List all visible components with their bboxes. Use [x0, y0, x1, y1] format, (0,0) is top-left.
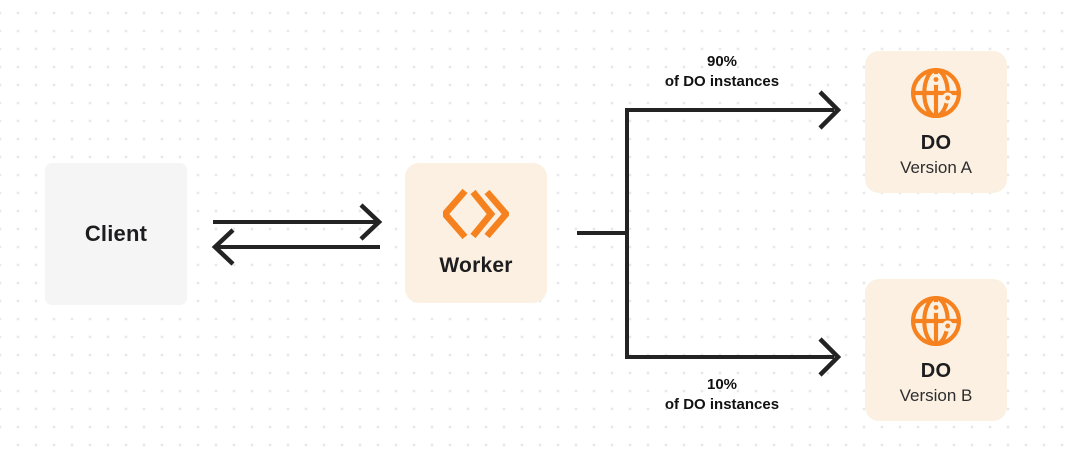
arrowhead-to-version-a-icon — [818, 90, 842, 130]
branch-bottom-percent: 10% — [706, 376, 738, 393]
client-to-worker-arrow — [213, 203, 383, 241]
branch-top-percent: 90% — [706, 53, 738, 70]
do-b-title: DO — [920, 360, 952, 382]
branch-bottom-caption: of DO instances — [664, 396, 780, 413]
client-label: Client — [84, 221, 148, 246]
arrowhead-to-version-b-icon — [818, 337, 842, 377]
branch-connector — [625, 108, 834, 359]
arrowhead-right-icon — [359, 203, 383, 241]
do-version-b-node: DO Version B — [865, 279, 1007, 421]
branch-bottom-label: 10% of DO instances — [617, 375, 827, 415]
durable-object-globe-icon — [910, 67, 962, 119]
branch-top-caption: of DO instances — [664, 73, 780, 90]
durable-object-globe-icon — [910, 295, 962, 347]
do-version-a-node: DO Version A — [865, 51, 1007, 193]
do-b-subtitle: Version B — [899, 386, 973, 405]
worker-label: Worker — [439, 253, 513, 277]
do-a-subtitle: Version A — [900, 158, 972, 177]
branch-top-label: 90% of DO instances — [617, 52, 827, 92]
worker-node: Worker — [405, 163, 547, 303]
worker-to-client-arrow — [211, 228, 380, 266]
arrowhead-left-icon — [211, 228, 235, 266]
workers-chevron-icon — [443, 188, 509, 239]
client-node: Client — [45, 163, 187, 305]
do-a-title: DO — [920, 132, 952, 154]
